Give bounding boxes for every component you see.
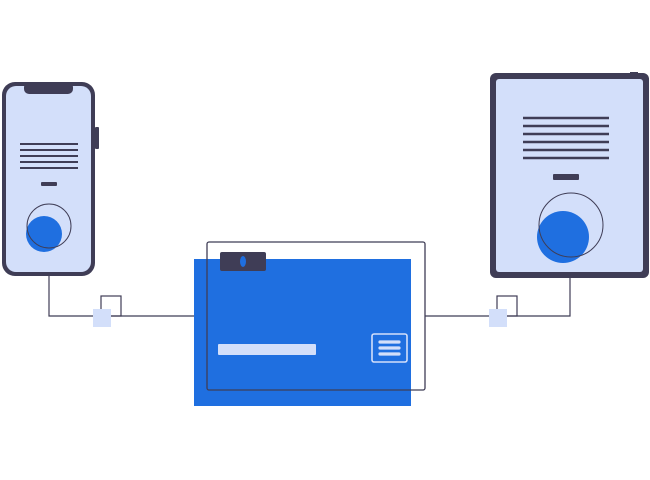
credit-card-icon — [194, 241, 426, 406]
tablet-dash — [553, 174, 579, 180]
connector-left — [48, 276, 194, 317]
tablet-dot — [537, 211, 589, 263]
tablet-text-lines — [523, 116, 609, 160]
phone-dash — [41, 182, 57, 186]
connector-right-tile — [489, 309, 507, 327]
phone-text-lines — [20, 143, 78, 169]
card-chip-icon — [220, 252, 266, 271]
card-outline — [206, 241, 426, 391]
connector-left-tile — [93, 309, 111, 327]
menu-lines-icon — [371, 333, 408, 363]
smartphone-icon — [2, 82, 99, 276]
phone-ring — [26, 203, 72, 249]
card-bar — [218, 344, 316, 355]
tablet-ring — [538, 192, 604, 258]
tablet-icon — [490, 72, 649, 278]
